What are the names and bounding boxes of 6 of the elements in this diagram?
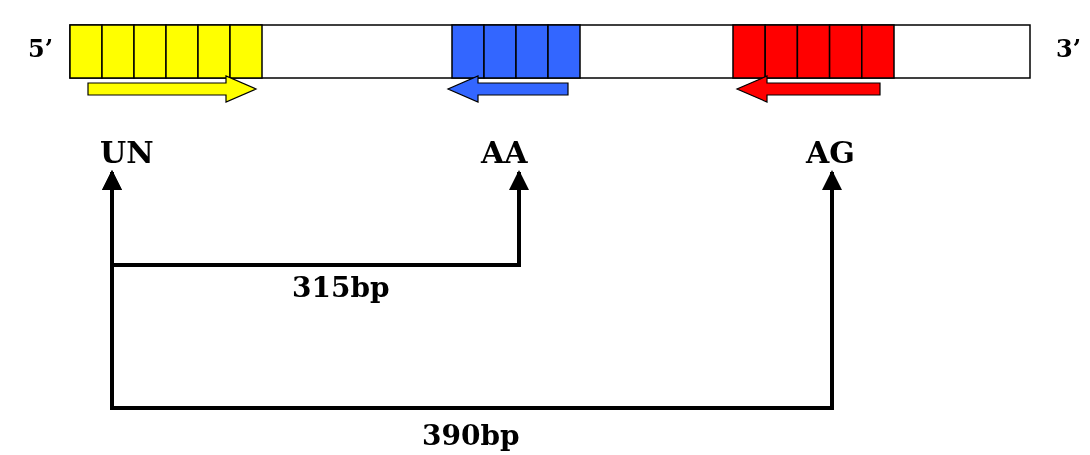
bracket-arrow [102, 170, 842, 410]
primer-label: UN [100, 136, 154, 170]
primer-label: AG [806, 136, 855, 170]
primer-label: AA [481, 136, 528, 170]
strand-end-label: 3’ [1056, 33, 1082, 65]
strand-end-label: 5’ [28, 33, 54, 65]
